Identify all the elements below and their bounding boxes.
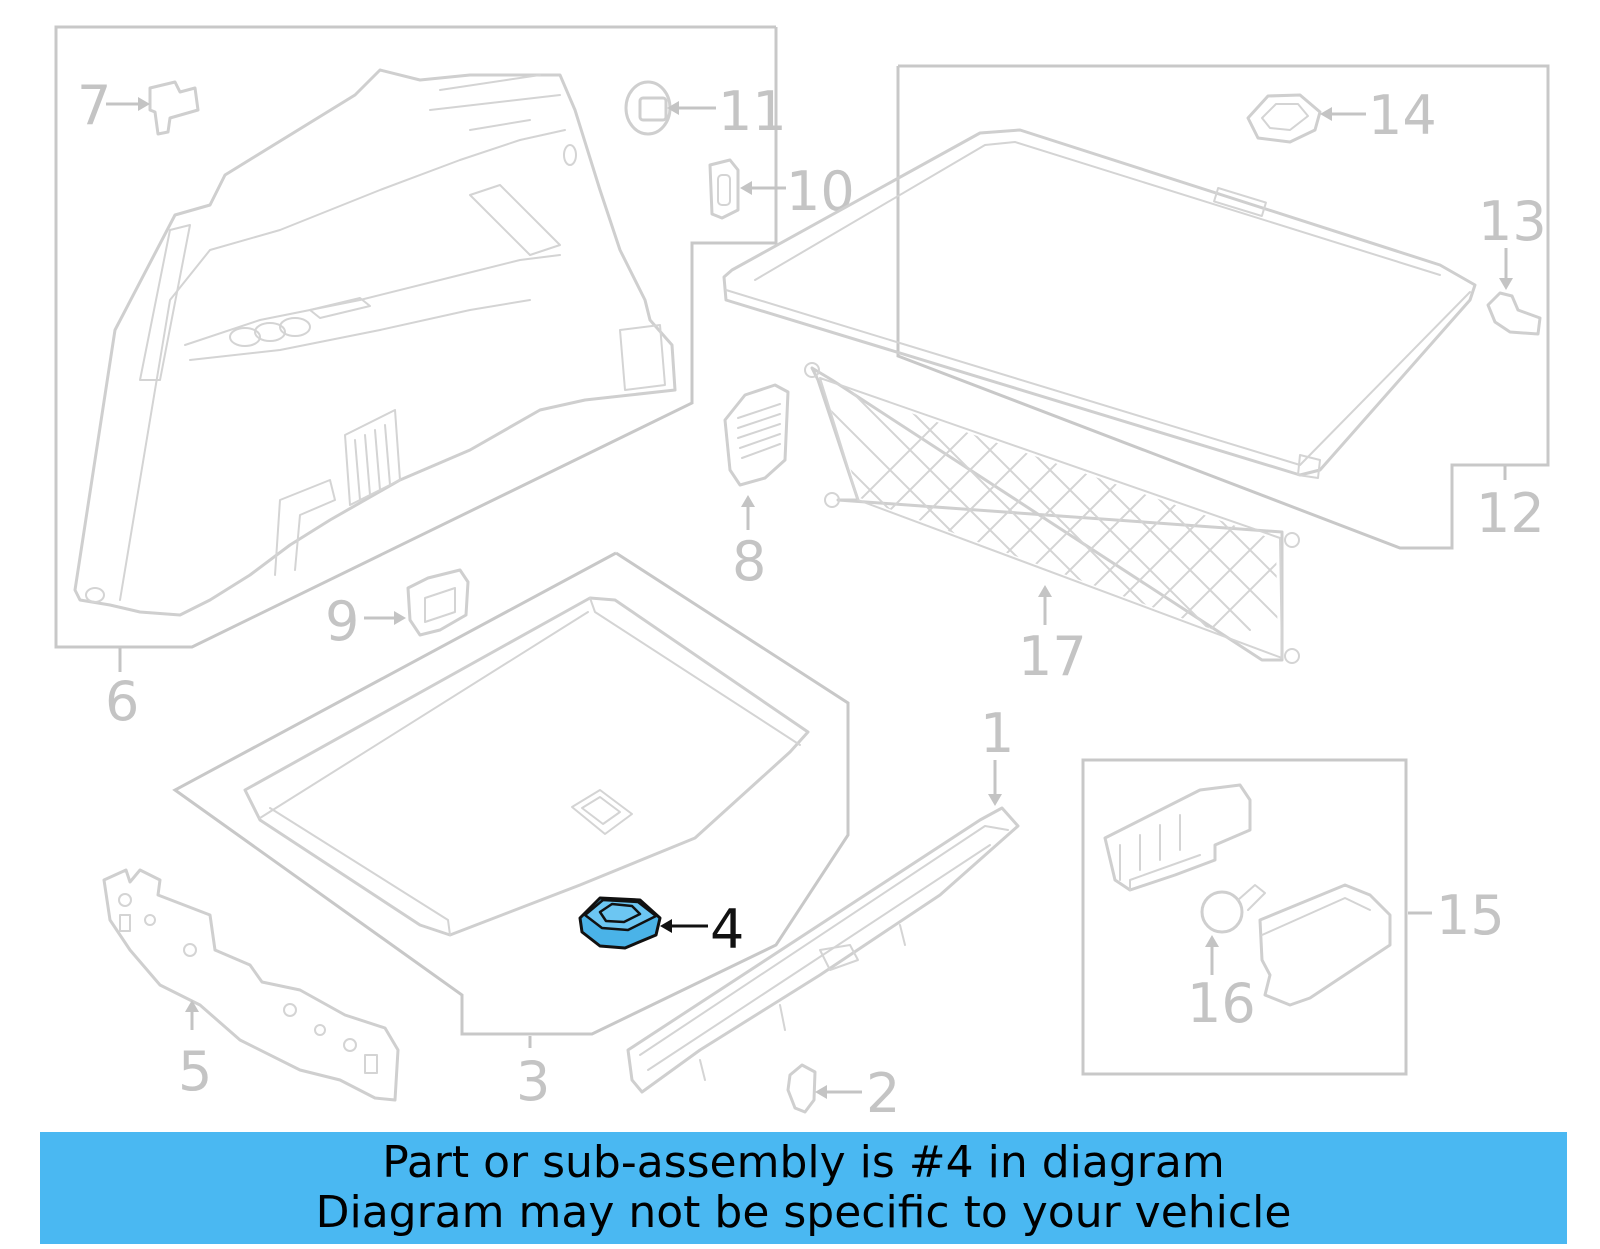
- info-banner: Part or sub-assembly is #4 in diagram Di…: [40, 1132, 1567, 1244]
- banner-line-2: Diagram may not be specific to your vehi…: [315, 1187, 1292, 1238]
- callout-4: 4: [710, 898, 744, 961]
- bulb: [1200, 890, 1244, 934]
- part-14-cap: 14: [1246, 84, 1437, 147]
- lamp-lens: [1103, 783, 1252, 892]
- callout-17: 17: [1018, 625, 1087, 688]
- part-7-clip: 7: [77, 74, 200, 137]
- callout-15: 15: [1436, 884, 1505, 947]
- callout-1: 1: [980, 702, 1014, 765]
- group-12-cargo-cover: [722, 64, 1550, 550]
- callout-7: 7: [77, 74, 111, 137]
- callout-14: 14: [1368, 84, 1437, 147]
- part-2-clip: 2: [786, 1062, 900, 1125]
- group-6-outline: [54, 25, 778, 649]
- part-10-clip: 10: [708, 158, 855, 223]
- part-5-rear-panel: 5: [102, 868, 400, 1103]
- group-12-outline: [896, 64, 1550, 550]
- callout-2: 2: [866, 1062, 900, 1125]
- group-15-lamp-assembly: 16 15: [1081, 758, 1505, 1076]
- group-3-outline: [172, 551, 850, 1036]
- callout-8: 8: [732, 530, 766, 593]
- callout-13: 13: [1478, 190, 1547, 253]
- callout-10: 10: [786, 160, 855, 223]
- callout-9: 9: [325, 590, 359, 653]
- part-11-grommet: 11: [624, 80, 787, 143]
- callout-6: 6: [105, 670, 139, 733]
- callout-3: 3: [516, 1050, 550, 1113]
- part-4-highlighted: 4: [578, 896, 744, 961]
- callout-5: 5: [178, 1040, 212, 1103]
- part-8-vent: 8: [723, 383, 790, 593]
- callout-11: 11: [718, 80, 787, 143]
- group-3-floor-panel: 3: [172, 551, 850, 1113]
- group-15-outline: [1081, 758, 1408, 1076]
- load-floor-panel: [243, 596, 810, 937]
- banner-line-1: Part or sub-assembly is #4 in diagram: [382, 1137, 1225, 1188]
- cargo-cover-cassette: [722, 128, 1477, 477]
- callout-12: 12: [1476, 482, 1545, 545]
- group-6-quarter-trim: [54, 25, 778, 649]
- callout-16: 16: [1187, 972, 1256, 1035]
- part-13-bracket: 13: [1478, 190, 1547, 336]
- part-9-cover: 9: [325, 568, 470, 653]
- part-17-cargo-net: 17: [804, 362, 1300, 688]
- part-1-sill-plate: 1: [626, 702, 1020, 1094]
- quarter-trim-panel: [73, 68, 677, 617]
- lamp-housing: [1258, 883, 1392, 1007]
